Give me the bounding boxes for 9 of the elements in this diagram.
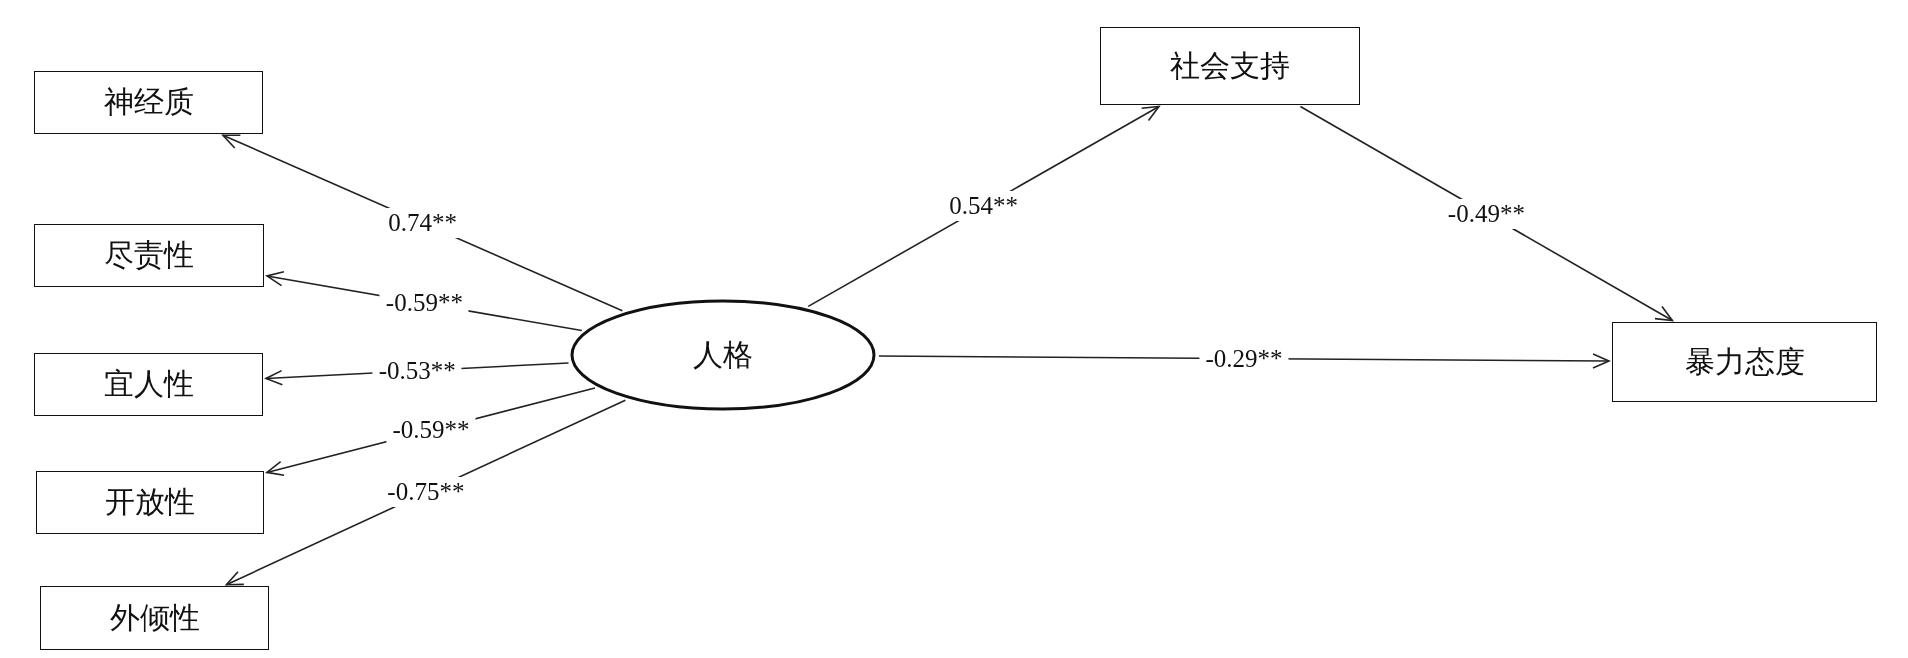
variable-box: 暴力态度 — [1612, 322, 1877, 402]
variable-box: 开放性 — [36, 471, 264, 534]
variable-box: 尽责性 — [34, 224, 264, 287]
variable-box: 外倾性 — [40, 586, 269, 650]
latent-variable-ellipse: 人格 — [570, 299, 876, 411]
edge-label: -0.59** — [386, 415, 476, 446]
variable-box: 神经质 — [34, 71, 263, 134]
variable-box: 宜人性 — [34, 353, 263, 416]
variable-box: 社会支持 — [1100, 27, 1360, 105]
